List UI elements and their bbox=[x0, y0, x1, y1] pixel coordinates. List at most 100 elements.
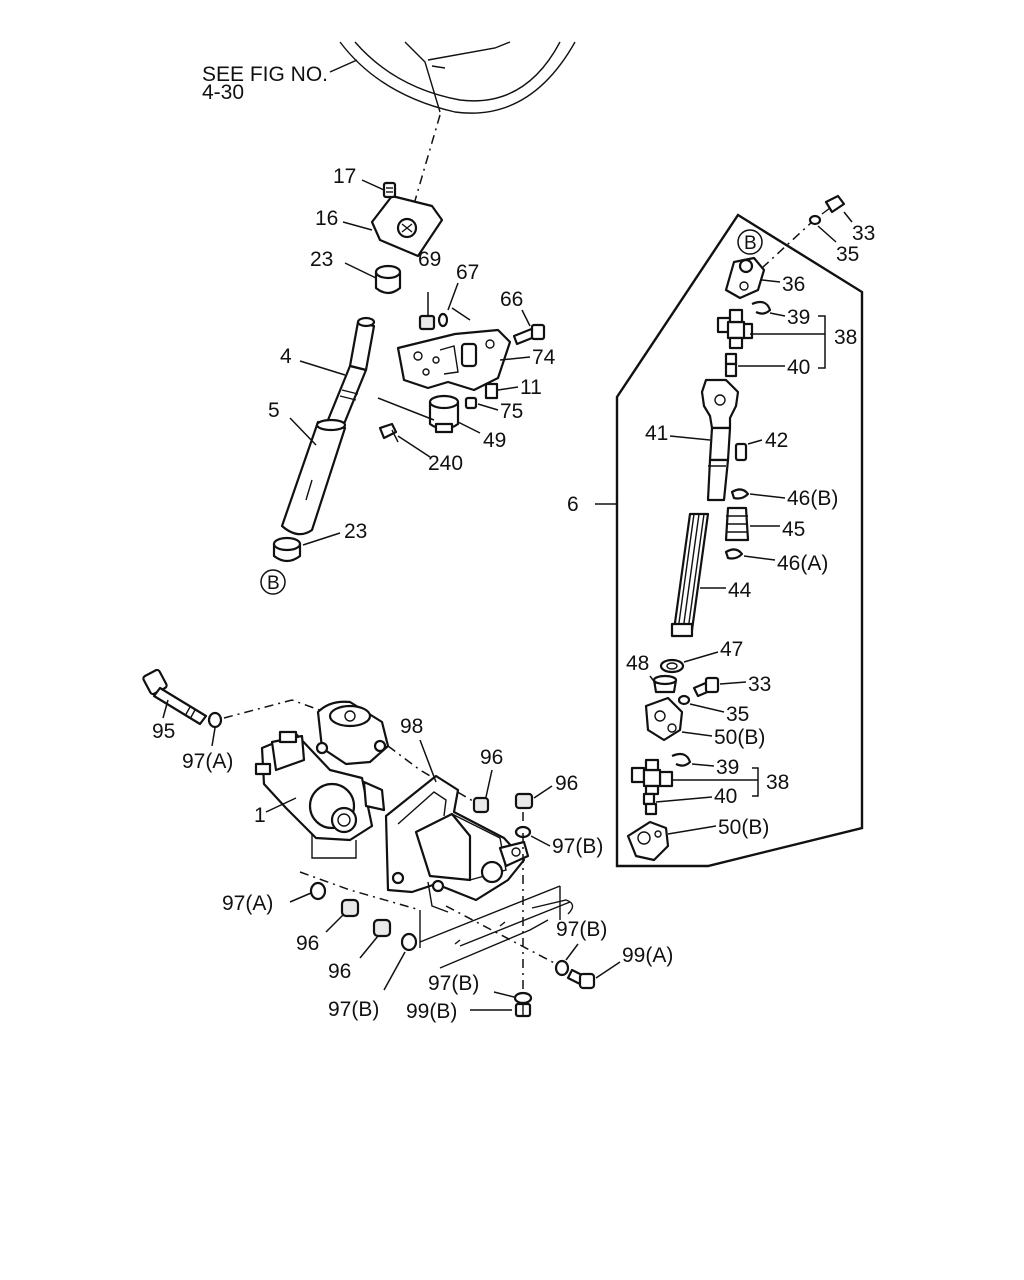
callout-75: 75 bbox=[500, 400, 523, 423]
callout-97b-right: 97(B) bbox=[556, 918, 607, 941]
leader-36 bbox=[761, 279, 781, 283]
callout-98: 98 bbox=[400, 715, 423, 738]
snap-ring-39-upper bbox=[751, 300, 772, 315]
ref-b-left: B bbox=[267, 573, 280, 594]
leader-97b3 bbox=[565, 943, 579, 961]
callout-69: 69 bbox=[418, 248, 441, 271]
nut-96-b bbox=[514, 792, 534, 810]
callout-96-a: 96 bbox=[480, 746, 503, 769]
bracket-38-upper bbox=[818, 315, 826, 369]
bolt-17 bbox=[382, 181, 397, 199]
steering-wheel bbox=[339, 41, 576, 114]
bushing-23-bottom bbox=[272, 536, 302, 563]
leader-39b bbox=[691, 763, 715, 767]
mount-bracket-98 bbox=[384, 774, 530, 913]
callout-97b-upper: 97(B) bbox=[552, 835, 603, 858]
see-fig-line2: 4-30 bbox=[202, 81, 244, 104]
column-shaft-4 bbox=[326, 316, 376, 426]
leader-95 bbox=[162, 699, 169, 719]
leader-5 bbox=[289, 417, 317, 446]
leader-39a bbox=[769, 312, 786, 317]
tilt-lever-49 bbox=[428, 394, 460, 434]
leader-96d bbox=[359, 935, 379, 959]
nut-96-c bbox=[340, 898, 360, 918]
callout-50b-upper: 50(B) bbox=[714, 726, 765, 749]
leader-97b1 bbox=[530, 835, 551, 847]
ref-circle-b-left bbox=[260, 569, 286, 595]
callout-35-mid: 35 bbox=[726, 703, 749, 726]
splined-shaft-44 bbox=[670, 512, 710, 638]
bolt-66 bbox=[512, 323, 546, 346]
yoke-36 bbox=[724, 256, 766, 300]
seal-47 bbox=[659, 658, 685, 674]
leader-41 bbox=[669, 435, 711, 441]
callout-95: 95 bbox=[152, 720, 175, 743]
callout-50b-lower: 50(B) bbox=[718, 816, 769, 839]
washer-35-mid bbox=[677, 694, 691, 706]
callout-99a: 99(A) bbox=[622, 944, 673, 967]
yoke-50b-upper bbox=[644, 696, 684, 742]
leader-98 bbox=[419, 739, 437, 783]
callout-45: 45 bbox=[782, 518, 805, 541]
callout-38-lower: 38 bbox=[766, 771, 789, 794]
leader-74 bbox=[499, 356, 531, 361]
callout-97a-lower: 97(A) bbox=[222, 892, 273, 915]
callout-96-b: 96 bbox=[555, 772, 578, 795]
column-tube-5 bbox=[280, 418, 347, 536]
callout-39-lower: 39 bbox=[716, 756, 739, 779]
leader-shaft-tilt bbox=[377, 397, 435, 421]
frame-plate bbox=[419, 885, 574, 969]
callout-11: 11 bbox=[520, 376, 542, 399]
leader-50b1 bbox=[681, 731, 713, 737]
washer-97b-left bbox=[400, 932, 418, 952]
washer-97a-lower bbox=[309, 881, 327, 901]
assembly-frame-6 bbox=[615, 213, 864, 868]
callout-66: 66 bbox=[500, 288, 523, 311]
callout-6: 6 bbox=[567, 493, 579, 516]
leader-46a bbox=[743, 555, 776, 561]
callout-38-upper: 38 bbox=[834, 326, 857, 349]
bolt-33-top bbox=[821, 194, 846, 215]
leader-97b4 bbox=[493, 991, 515, 998]
leader-240 bbox=[397, 435, 431, 458]
callout-47: 47 bbox=[720, 638, 743, 661]
leader-47 bbox=[683, 651, 719, 663]
callout-33-top: 33 bbox=[852, 222, 875, 245]
leader-35a bbox=[817, 225, 837, 243]
see-fig-line1: SEE FIG NO. bbox=[202, 63, 328, 86]
leader-23b bbox=[302, 532, 341, 546]
leader-97a2 bbox=[289, 892, 312, 903]
leader-42 bbox=[747, 439, 763, 445]
leader-97a1 bbox=[211, 727, 216, 747]
washer-97b-bottom bbox=[513, 991, 533, 1005]
yoke-50b-lower bbox=[626, 820, 670, 862]
nut-96-d bbox=[372, 918, 392, 938]
callout-35-top: 35 bbox=[836, 243, 859, 266]
leader-1 bbox=[265, 797, 297, 813]
callout-74: 74 bbox=[532, 346, 556, 369]
cover-48 bbox=[652, 674, 678, 694]
washer-97a-top bbox=[207, 711, 223, 729]
callout-23-bottom: 23 bbox=[344, 520, 367, 543]
leader-11 bbox=[497, 386, 519, 391]
callout-17: 17 bbox=[333, 165, 356, 188]
callout-4: 4 bbox=[280, 345, 292, 368]
screw-75 bbox=[464, 396, 478, 410]
leader-50b2 bbox=[667, 825, 717, 835]
washer-67 bbox=[437, 312, 449, 328]
centerline-lower-right bbox=[445, 905, 561, 967]
leader-33b bbox=[719, 681, 747, 685]
boot-45 bbox=[724, 506, 750, 542]
leader-4 bbox=[299, 360, 346, 376]
leader-99a bbox=[595, 961, 621, 979]
bolt-99b bbox=[514, 1002, 532, 1018]
callout-97a-top: 97(A) bbox=[182, 750, 233, 773]
callout-99b: 99(B) bbox=[406, 1000, 457, 1023]
spider-38-lower bbox=[630, 758, 674, 796]
callout-39-upper: 39 bbox=[787, 306, 810, 329]
callout-36: 36 bbox=[782, 273, 805, 296]
leader-66 bbox=[521, 309, 531, 327]
callout-42: 42 bbox=[765, 429, 788, 452]
callout-40-upper: 40 bbox=[787, 356, 810, 379]
